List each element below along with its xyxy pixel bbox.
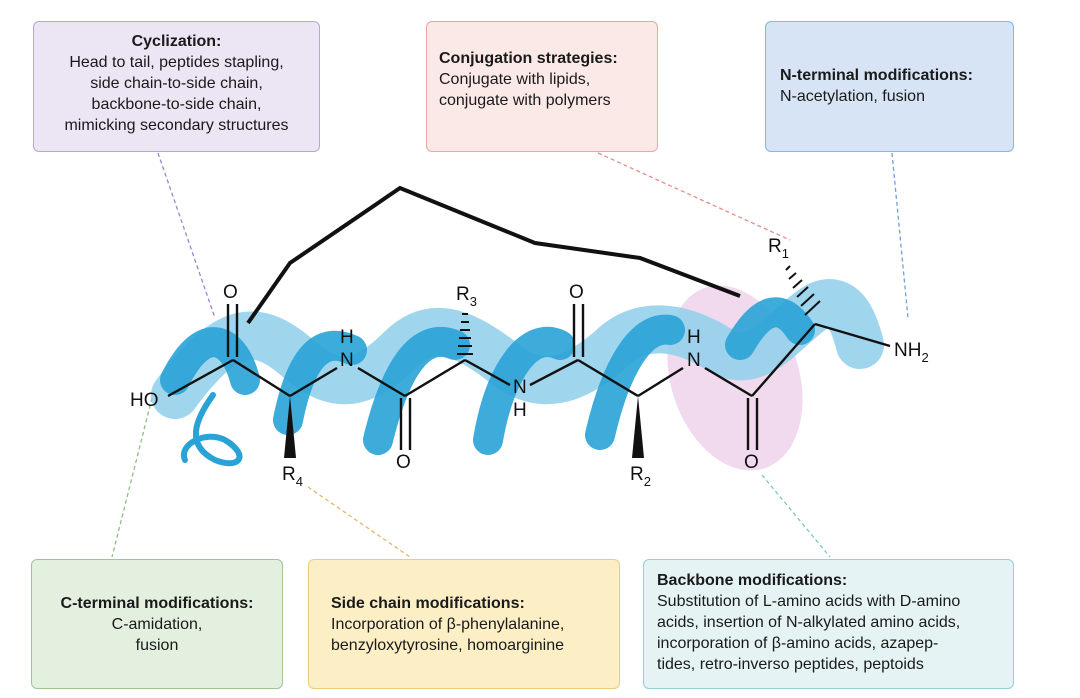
nterm-title: N-terminal modifications: <box>780 67 973 84</box>
hash-r3 <box>457 313 473 355</box>
atom-ho: HO <box>130 390 159 411</box>
sidechain-body: Incorporation of β-phenylalanine, benzyl… <box>331 616 565 654</box>
sidechain-box: Side chain modifications: Incorporation … <box>308 559 620 689</box>
backbone-body: Substitution of L-amino acids with D-ami… <box>657 593 961 673</box>
alpha-helix-ribbon <box>151 279 884 467</box>
atom-h-3: H <box>687 327 701 348</box>
sidechain-title: Side chain modifications: <box>331 595 525 612</box>
connector-sidechain <box>307 486 411 558</box>
nterm-box: N-terminal modifications: N-acetylation,… <box>765 21 1014 152</box>
atom-r2: R2 <box>630 464 651 489</box>
wedge-r4 <box>284 396 296 458</box>
connector-cyclization <box>157 152 216 319</box>
atom-n-1: N <box>340 350 354 371</box>
backbone-box: Backbone modifications: Substitution of … <box>643 559 1014 689</box>
cyclization-linker <box>246 185 741 325</box>
connector-lines <box>111 152 909 558</box>
atom-nh2: NH2 <box>894 340 929 365</box>
conjugation-title: Conjugation strategies: <box>439 50 618 67</box>
helix-front-strand <box>160 297 815 455</box>
backbone-title: Backbone modifications: <box>657 572 848 589</box>
atom-r1: R1 <box>768 236 789 261</box>
nterm-body: N-acetylation, fusion <box>780 88 925 105</box>
conjugation-body: Conjugate with lipids, conjugate with po… <box>439 71 611 109</box>
helix-tail <box>180 392 243 467</box>
atom-n-3: N <box>687 350 701 371</box>
atom-o-1: O <box>223 282 238 303</box>
backbone-bonds <box>167 304 891 450</box>
atom-o-3: O <box>569 282 584 303</box>
wedge-r2 <box>632 396 644 458</box>
cterm-body: C-amidation, fusion <box>111 616 203 654</box>
hash-r1 <box>785 265 821 316</box>
atom-o-2: O <box>396 452 411 473</box>
cyclization-box: Cyclization: Head to tail, peptides stap… <box>33 21 320 152</box>
cterm-title: C-terminal modifications: <box>60 595 254 612</box>
atom-r4: R4 <box>282 464 303 489</box>
atom-h-1: H <box>340 327 354 348</box>
conjugation-box: Conjugation strategies: Conjugate with l… <box>426 21 658 152</box>
connector-nterm <box>891 152 909 319</box>
connector-cterm <box>111 397 153 558</box>
cyclization-title: Cyclization: <box>131 33 222 50</box>
atom-o-4: O <box>744 452 759 473</box>
atom-n-2: N <box>513 377 527 398</box>
connector-conjugation <box>597 152 791 241</box>
cterm-box: C-terminal modifications: C-amidation, f… <box>31 559 283 689</box>
atom-h-2: H <box>513 400 527 421</box>
atom-r3: R3 <box>456 284 477 309</box>
cyclization-body: Head to tail, peptides stapling, side ch… <box>64 54 289 134</box>
connector-backbone <box>761 474 831 558</box>
atom-labels: HO O H N O R4 R3 N H O R2 H N O R1 NH2 <box>130 236 929 489</box>
